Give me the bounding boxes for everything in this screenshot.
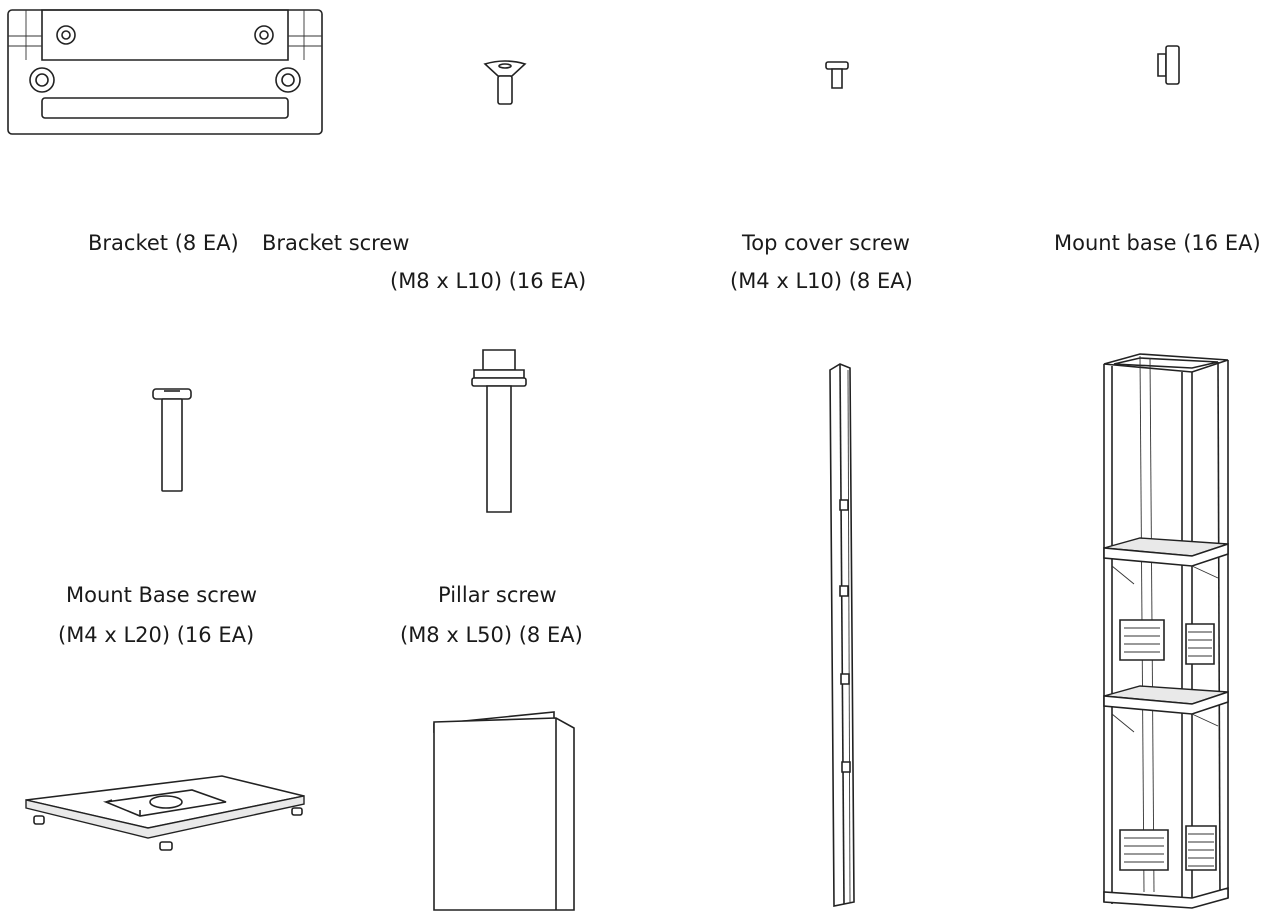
pillar-screw-label-line2: (M8 x L50) (8 EA) [400,623,583,647]
pillar-screw-icon [470,348,528,516]
pillar-screw-label-line1: Pillar screw [438,583,557,607]
side-bar-icon [824,362,860,908]
bracket-screw-label-line2: (M8 x L10) (16 EA) [390,269,587,293]
bracket-icon [6,8,324,138]
base-plate-icon [22,752,308,856]
mount-base-screw-icon [150,385,194,495]
mount-base-screw-label-line1: Mount Base screw [66,583,258,607]
bracket-label: Bracket (8 EA) [88,231,239,255]
mount-base-label: Mount base (16 EA) [1054,231,1261,255]
top-cover-screw-label-line1: Top cover screw [742,231,910,255]
top-cover-screw-label-line2: (M4 x L10) (8 EA) [730,269,913,293]
pillar-frame-icon [1100,352,1232,910]
top-cover-screw-icon [824,60,850,90]
bracket-screw-icon [482,60,528,108]
bracket-screw-label-line1: Bracket screw [262,231,410,255]
mount-base-screw-label-line2: (M4 x L20) (16 EA) [58,623,255,647]
mount-base-icon [1156,44,1182,86]
manual-booklet-icon [430,710,580,914]
